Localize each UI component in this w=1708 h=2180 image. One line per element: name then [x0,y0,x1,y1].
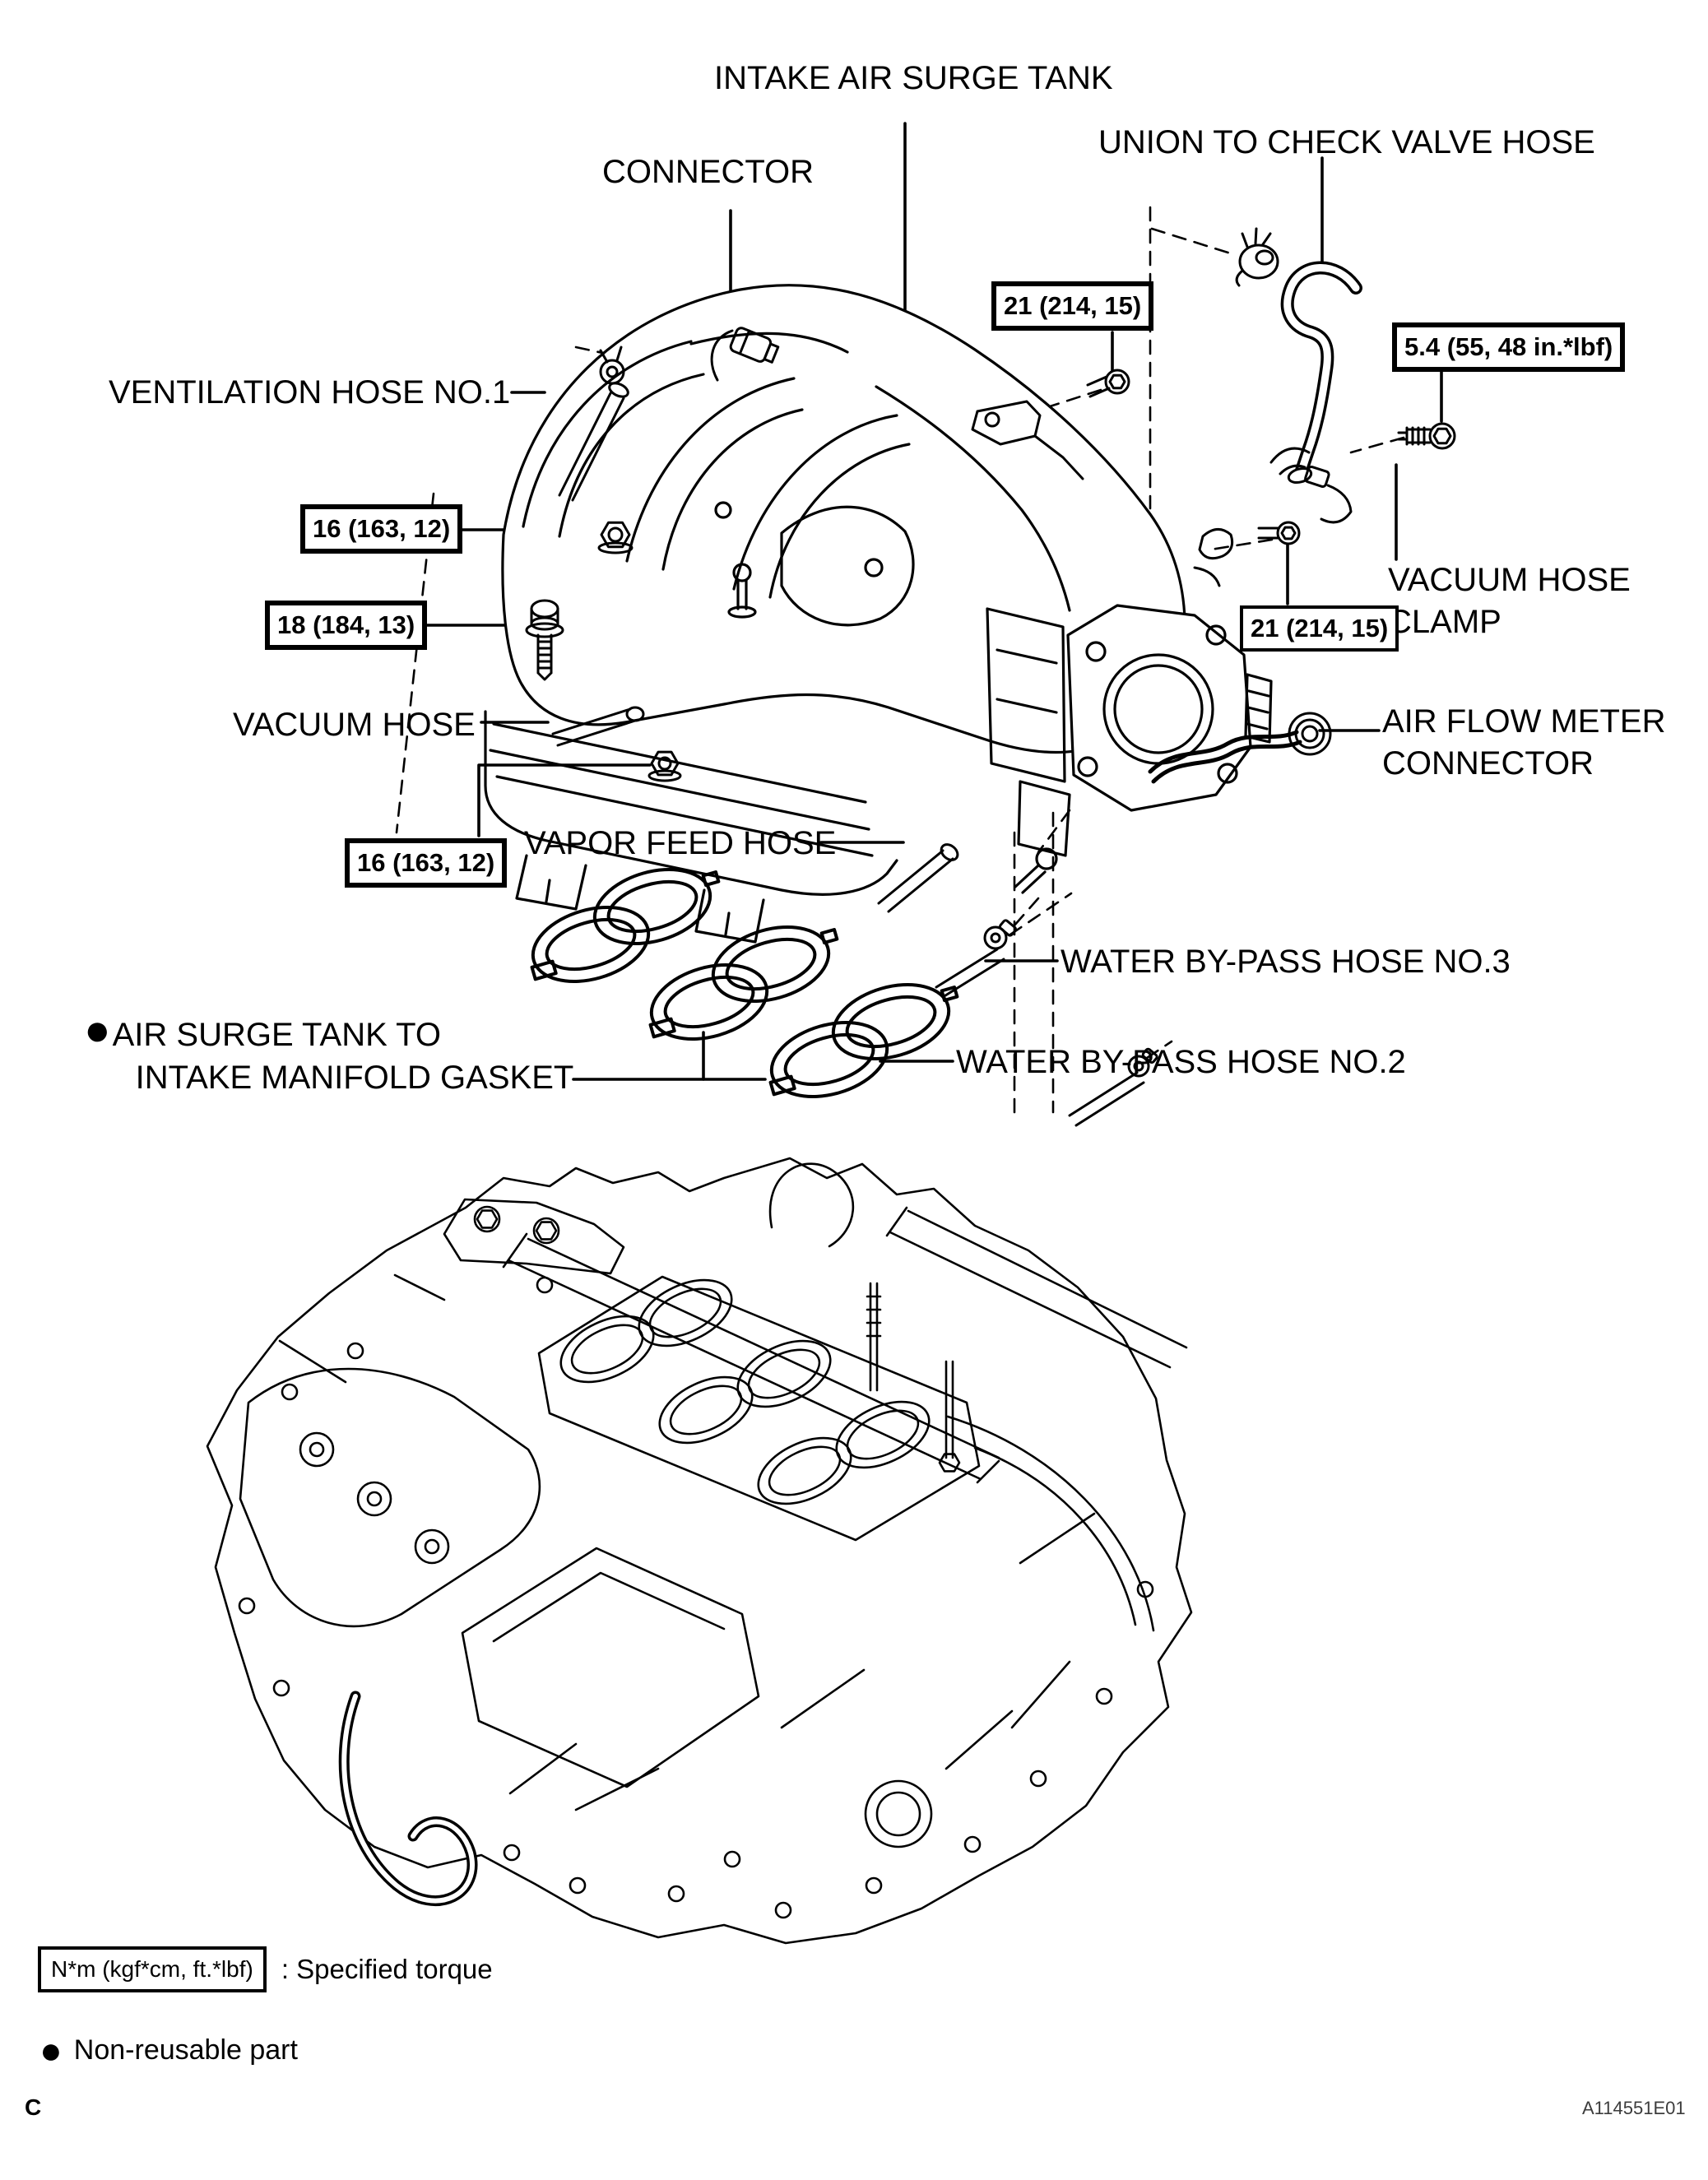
surge-tank-body [484,284,1186,944]
torque-legend-desc: : Specified torque [281,1954,493,1984]
vapor-feed-hose-part [877,843,959,913]
label-water-bypass-hose-no2: WATER BY-PASS HOSE NO.2 [956,1044,1406,1080]
vacuum-hose-part [551,706,645,747]
label-vacuum-hose-clamp-line1: VACUUM HOSE [1388,562,1631,598]
bolt-heads [238,1276,1154,1919]
fuel-rails [502,1206,1188,1484]
gasket-1 [530,868,721,983]
label-vacuum-hose-clamp: VACUUM HOSE CLAMP [1388,559,1631,643]
torque-box-5-4: 5.4 (55, 48 in.*lbf) [1392,322,1626,372]
label-vacuum-hose: VACUUM HOSE [233,707,476,743]
label-gasket-line2: INTAKE MANIFOLD GASKET [135,1060,574,1096]
ventilation-hose-part [558,346,629,502]
connector-part [710,327,780,382]
label-air-flow-meter-line1: AIR FLOW METER [1382,703,1666,740]
throttle-body [1014,604,1273,894]
valve-cover-left [239,1367,541,1628]
label-vacuum-hose-clamp-line2: CLAMP [1388,604,1501,641]
bolt-21-right [1257,521,1301,545]
gasket-2 [648,925,839,1041]
label-gasket-line1: AIR SURGE TANK TO [112,1017,441,1053]
label-air-flow-meter-line2: CONNECTOR [1382,745,1594,782]
label-union-to-check-valve-hose: UNION TO CHECK VALVE HOSE [1098,124,1595,160]
torque-box-21-right: 21 (214, 15) [1240,605,1399,652]
intake-ports [559,1278,931,1505]
coolant-pipe [338,1691,478,1906]
gaskets [530,868,959,1098]
torque-box-18: 18 (184, 13) [265,601,428,650]
water-bypass-hose-2-part [1068,1047,1158,1127]
torque-legend-box: N*m (kgf*cm, ft.*lbf) [38,1946,267,1992]
torque-box-16-upper: 16 (163, 12) [300,504,463,554]
mount-bracket [971,400,1084,480]
union-bolt [1397,422,1456,450]
nonreusable-legend-text: Non-reusable part [73,2034,298,2066]
nut-16-upper [597,521,634,554]
nut-16-lower [647,750,682,782]
nonreusable-legend: ● Non-reusable part [39,2029,298,2071]
union-check-valve-hose [1280,261,1362,485]
lift-bracket [443,1198,625,1275]
label-air-flow-meter-connector: AIR FLOW METER CONNECTOR [1382,701,1665,785]
label-intake-air-surge-tank: INTAKE AIR SURGE TANK [714,60,1113,96]
label-gasket: ● AIR SURGE TANK TO INTAKE MANIFOLD GASK… [84,1005,574,1099]
label-connector: CONNECTOR [602,154,815,190]
label-vapor-feed-hose: VAPOR FEED HOSE [524,825,837,861]
figure-code: A114551E01 [1582,2098,1686,2118]
vacuum-hose-clamp-part [1269,447,1353,524]
torque-box-21-top: 21 (214, 15) [991,281,1154,331]
engine-outline [206,1157,1193,1945]
surge-tank-diagram [395,122,1456,1127]
water-bypass-hose-3-part [935,919,1018,999]
bolt-18 [525,599,564,681]
small-parts [525,227,1456,1127]
nonreusable-bullet-icon: ● [84,1005,111,1055]
bolt-21-top [1086,369,1130,398]
hose-clamp-top [1235,227,1279,287]
clip-detail [1193,528,1234,587]
torque-legend: N*m (kgf*cm, ft.*lbf) : Specified torque [38,1946,493,1992]
gasket-3 [768,983,959,1098]
air-flow-meter-connector-part [1148,712,1332,784]
page-marker: C [25,2094,42,2120]
label-ventilation-hose-no1: VENTILATION HOSE NO.1 [109,374,511,410]
nonreusable-bullet-icon: ● [39,2029,63,2071]
engine-illustration [206,1157,1193,1945]
torque-box-16-lower: 16 (163, 12) [345,838,508,888]
label-water-bypass-hose-no3: WATER BY-PASS HOSE NO.3 [1061,944,1511,980]
